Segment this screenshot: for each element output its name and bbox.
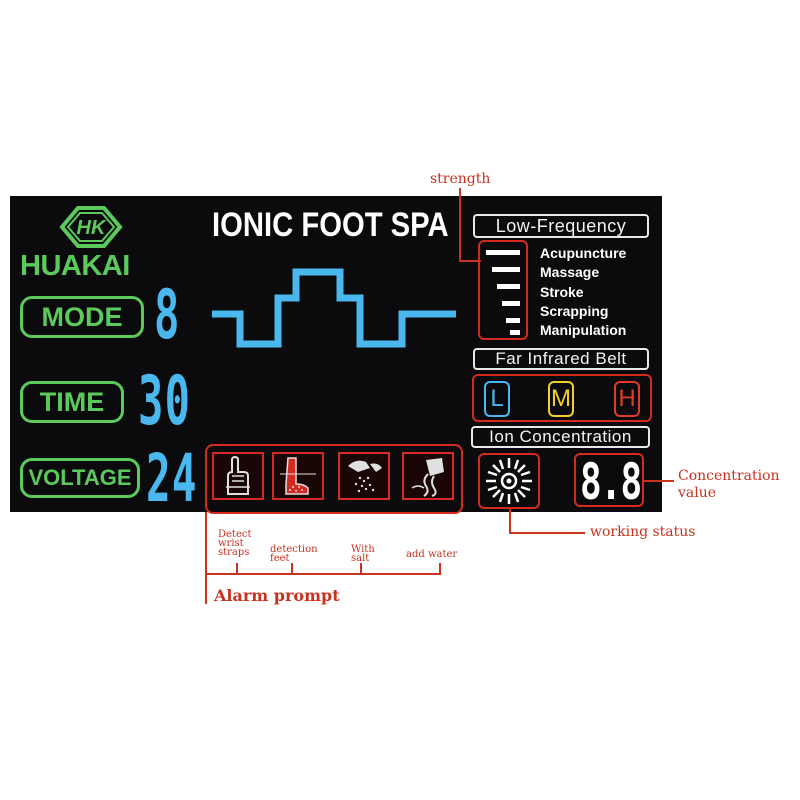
alarm-wrist-straps — [212, 452, 264, 500]
level-medium-indicator: M — [548, 381, 574, 417]
brand-name: HUAKAI — [20, 250, 130, 282]
voltage-label-text: VOLTAGE — [28, 465, 132, 490]
alarm-with-salt — [338, 452, 390, 500]
add-water-icon — [411, 458, 444, 497]
concentration-value: 8.8 — [580, 453, 642, 511]
alarm-tick-4 — [439, 563, 441, 574]
mode-massage: Massage — [540, 264, 600, 280]
concentration-pointer-line — [644, 480, 674, 482]
far-infrared-header-text: Far Infrared Belt — [495, 349, 627, 368]
alarm-tick-2 — [291, 563, 293, 574]
working-status-indicator — [478, 453, 540, 509]
mode-acupuncture: Acupuncture — [540, 245, 627, 261]
voltage-value: 24 — [146, 440, 198, 517]
alarm-bracket-top — [205, 573, 441, 575]
level-high-label: H — [618, 385, 636, 412]
annotation-detect-wrist-1: Detect — [218, 529, 252, 540]
level-high-indicator: H — [614, 381, 640, 417]
time-value: 30 — [138, 362, 192, 441]
mode-manipulation: Manipulation — [540, 322, 627, 338]
strength-pointer-line-h — [459, 260, 481, 262]
annotation-alarm-prompt: Alarm prompt — [214, 586, 340, 605]
far-infrared-header: Far Infrared Belt — [473, 348, 649, 370]
logo-text: HK — [77, 217, 107, 239]
alarm-icons-group — [205, 444, 463, 514]
annotation-detection-feet-1: detection — [270, 544, 318, 555]
time-label: TIME — [20, 381, 124, 423]
strength-indicator — [478, 240, 528, 340]
annotation-detect-wrist-2: wrist — [218, 538, 244, 549]
ion-concentration-header-text: Ion Concentration — [489, 427, 632, 446]
mode-label-text: MODE — [41, 301, 123, 332]
strength-bar-1 — [486, 250, 520, 255]
mode-stroke: Stroke — [540, 284, 584, 300]
strength-bar-5 — [506, 318, 520, 323]
alarm-tick-3 — [360, 563, 362, 574]
far-infrared-levels: L M H — [472, 374, 652, 422]
salt-icon — [348, 460, 382, 493]
annotation-add-water: add water — [406, 549, 458, 560]
waveform-icon — [210, 268, 460, 352]
alarm-add-water — [402, 452, 454, 500]
level-low-label: L — [490, 385, 504, 412]
working-status-icon — [486, 458, 532, 504]
low-frequency-header: Low-Frequency — [473, 214, 649, 238]
alarm-bracket-left — [205, 512, 207, 604]
strength-bar-3 — [497, 284, 520, 289]
annotation-concentration-line1: Concentration — [678, 468, 780, 484]
concentration-value-box: 8.8 — [574, 453, 644, 511]
working-status-pointer-h — [509, 532, 585, 534]
alarm-detection-feet — [272, 452, 324, 500]
strength-bar-2 — [492, 267, 520, 272]
annotation-detection-feet-2: feet — [270, 553, 290, 564]
mode-scrapping: Scrapping — [540, 303, 609, 319]
strength-bar-4 — [502, 301, 520, 306]
ion-concentration-header: Ion Concentration — [471, 426, 650, 448]
mode-value: 8 — [154, 276, 181, 355]
working-status-pointer-v — [509, 509, 511, 533]
hand-wrist-strap-icon — [226, 455, 250, 495]
foot-detection-icon — [280, 457, 316, 495]
annotation-with-salt-2: salt — [351, 553, 370, 564]
time-label-text: TIME — [39, 386, 105, 417]
annotation-detect-wrist-3: straps — [218, 547, 250, 558]
level-medium-label: M — [551, 385, 571, 412]
brand-logo-icon: HK — [56, 204, 126, 250]
annotation-concentration-line2: value — [678, 485, 717, 501]
alarm-tick-1 — [236, 563, 238, 574]
level-low-indicator: L — [484, 381, 510, 417]
page-title: IONIC FOOT SPA — [212, 206, 449, 244]
annotation-working-status: working status — [590, 524, 696, 540]
voltage-label: VOLTAGE — [20, 458, 140, 498]
strength-pointer-line — [459, 188, 461, 260]
annotation-with-salt-1: With — [351, 544, 375, 555]
strength-bar-6 — [510, 330, 520, 335]
low-frequency-header-text: Low-Frequency — [495, 215, 627, 236]
annotation-strength: strength — [430, 171, 491, 187]
mode-label: MODE — [20, 296, 144, 338]
